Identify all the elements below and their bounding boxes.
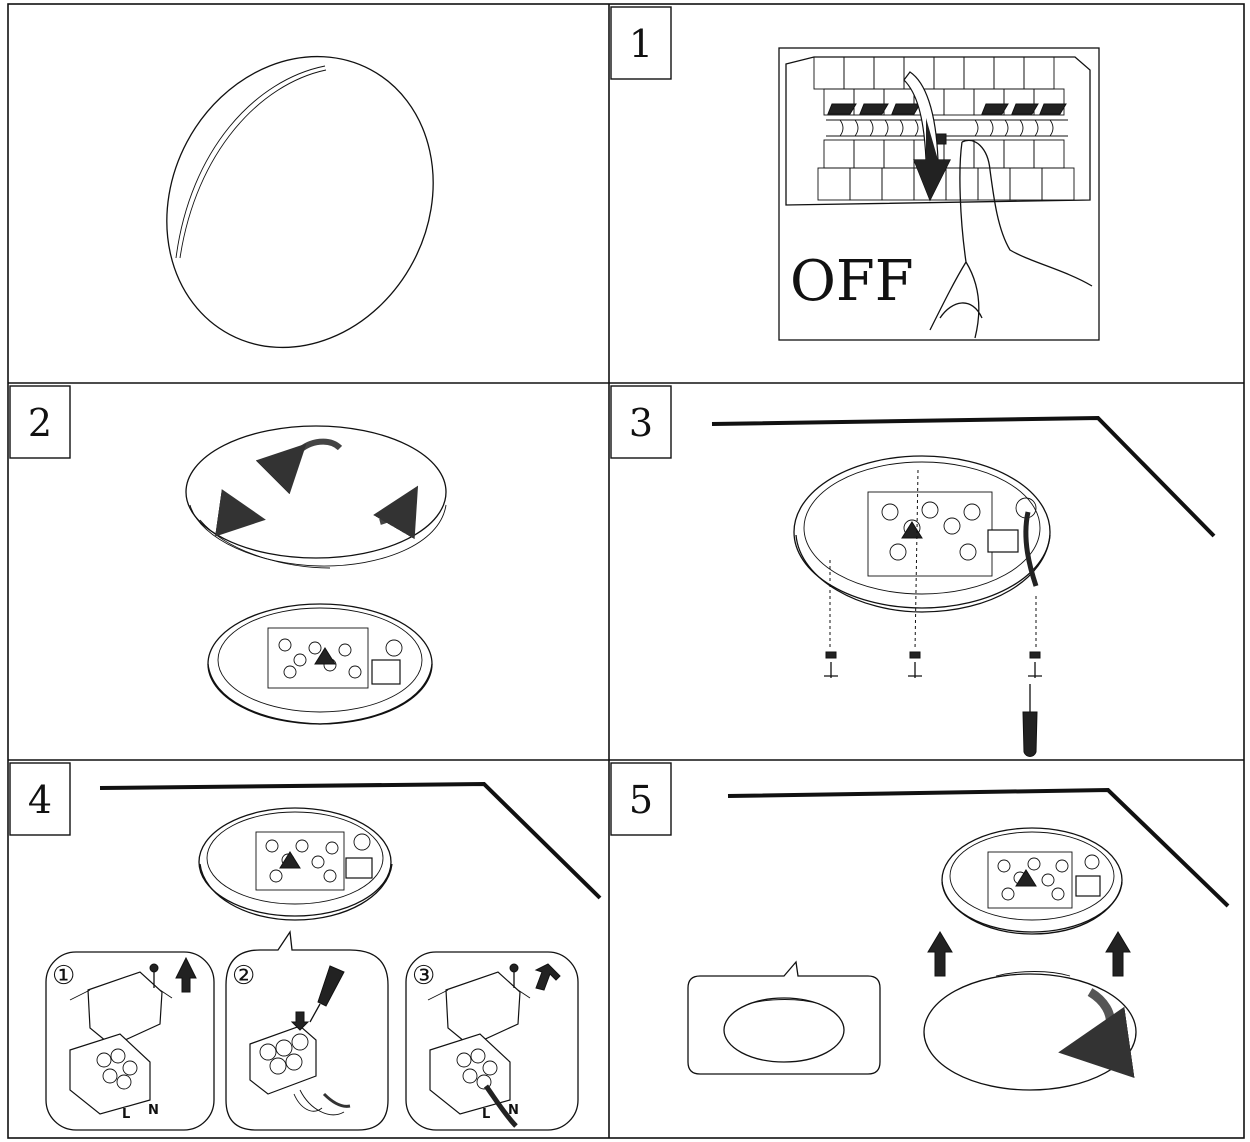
panel-lamp-overview [166,55,434,349]
step-badge [610,385,672,459]
breaker-panel-illustration: OFF [778,47,1100,341]
base-plate-illustration [793,455,1051,613]
panel-grid [7,3,1245,1139]
terminal-neutral-label: N [508,1103,519,1118]
ceiling-line [99,781,602,900]
rotate-arrow-icon [214,438,419,540]
ceiling-line [727,787,1230,908]
step-badge [610,6,672,80]
screwdriver-icon [1022,684,1038,757]
panel-step-1: 1 [610,6,1100,341]
substep-number: ② [232,961,255,991]
panel-step-5: 5 [610,762,1230,1091]
step-number: 3 [629,401,653,445]
base-plate-illustration [207,603,433,725]
screw-icon [908,651,922,678]
step-number: 4 [28,778,52,822]
up-arrow-icon [927,931,953,977]
screw-icon [1028,651,1042,678]
step-number: 1 [629,22,653,66]
base-plate-illustration [941,827,1123,935]
terminal-live-label: L [482,1107,490,1122]
substep-number: ③ [412,961,435,991]
screw-icon [149,963,159,988]
terminal-neutral-label: N [148,1103,159,1118]
base-plate-illustration [198,807,393,921]
screw-fixings [824,469,1042,757]
down-arrow-icon [290,1011,310,1031]
rotate-arrow-icon [1058,988,1135,1078]
substep-number: ① [52,961,75,991]
wiring-substep-3: ③ L N [405,951,579,1131]
terminal-cover-icon [87,971,163,1047]
screw-icon [824,651,838,678]
lamp-cover-illustration [923,971,1137,1091]
panel-step-3: 3 [610,385,1216,757]
switch-down-arrow-icon [903,71,951,202]
screwdriver-icon [309,965,345,1023]
step-number: 2 [28,401,52,445]
wiring-substep-2: ② [225,930,389,1131]
step-badge [9,385,71,459]
callout-cover-preview [687,960,881,1075]
down-arrow-icon [534,963,561,991]
off-label: OFF [790,249,914,314]
step-badge [9,762,71,836]
terminal-live-label: L [122,1107,130,1122]
terminal-block-icon [69,1033,151,1115]
terminal-cover-icon [445,971,521,1047]
lamp-cover-illustration [166,55,434,349]
step-badge [610,762,672,836]
panel-step-4: 4 ① [9,762,602,1131]
cover-rotate-illustration [185,425,447,569]
screw-icon [509,963,519,988]
ceiling-line [711,415,1216,538]
up-arrow-icon [175,956,197,993]
panel-step-2: 2 [9,385,447,725]
step-number: 5 [629,778,653,822]
up-arrow-icon [1105,931,1131,977]
wiring-substep-1: ① L N [45,951,215,1131]
hand-icon [929,139,1093,339]
